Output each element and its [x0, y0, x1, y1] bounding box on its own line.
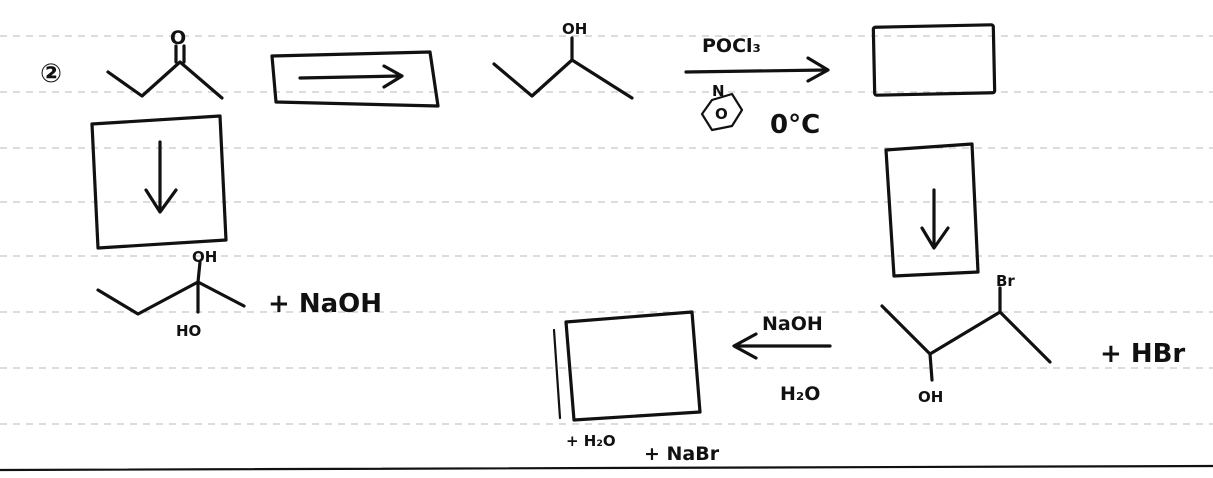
pocl3-arrow — [684, 68, 828, 74]
naoh-solvent: H₂O — [780, 383, 820, 405]
ketone-structure: O — [106, 27, 224, 100]
bromohydrin-structure: Br OH + HBr — [880, 272, 1185, 406]
naoh-step: NaOH H₂O — [732, 313, 832, 405]
temperature-label: 0°C — [770, 110, 820, 140]
diol-structure: OH HO + NaOH — [96, 248, 382, 340]
ruled-lines — [0, 35, 1213, 425]
diol-oh-label: OH — [192, 248, 217, 266]
pyridine-ring-label: O — [715, 105, 728, 123]
bromohydrin-br-label: Br — [996, 272, 1015, 290]
final-answer-box[interactable] — [552, 310, 702, 422]
pocl3-reagent: POCl₃ — [702, 35, 761, 57]
pyridine-ring — [700, 92, 744, 132]
diol-byproduct: + NaOH — [268, 289, 382, 319]
answer-box-2[interactable] — [871, 23, 997, 97]
bottom-rule — [0, 464, 1213, 472]
pyridine-n-label: N — [712, 82, 725, 100]
bromohydrin-byproduct: + HBr — [1100, 339, 1185, 369]
problem-number: ② — [40, 59, 62, 89]
alcohol-structure: OH — [492, 20, 634, 100]
diol-ho-label: HO — [176, 322, 201, 340]
bromohydrin-oh-label: OH — [918, 388, 943, 406]
naoh-reagent: NaOH — [762, 313, 823, 335]
reagent-box-4[interactable] — [884, 142, 980, 278]
reagent-box-1[interactable] — [270, 50, 440, 108]
final-byproduct-water: + H₂O — [566, 432, 616, 450]
alcohol-oh-label: OH — [562, 20, 587, 38]
ketone-oxygen-label: O — [170, 27, 186, 49]
final-byproduct-nabr: + NaBr — [644, 443, 720, 465]
reagent-box-3[interactable] — [90, 114, 228, 250]
pocl3-step: POCl₃ N O 0°C — [684, 35, 830, 140]
